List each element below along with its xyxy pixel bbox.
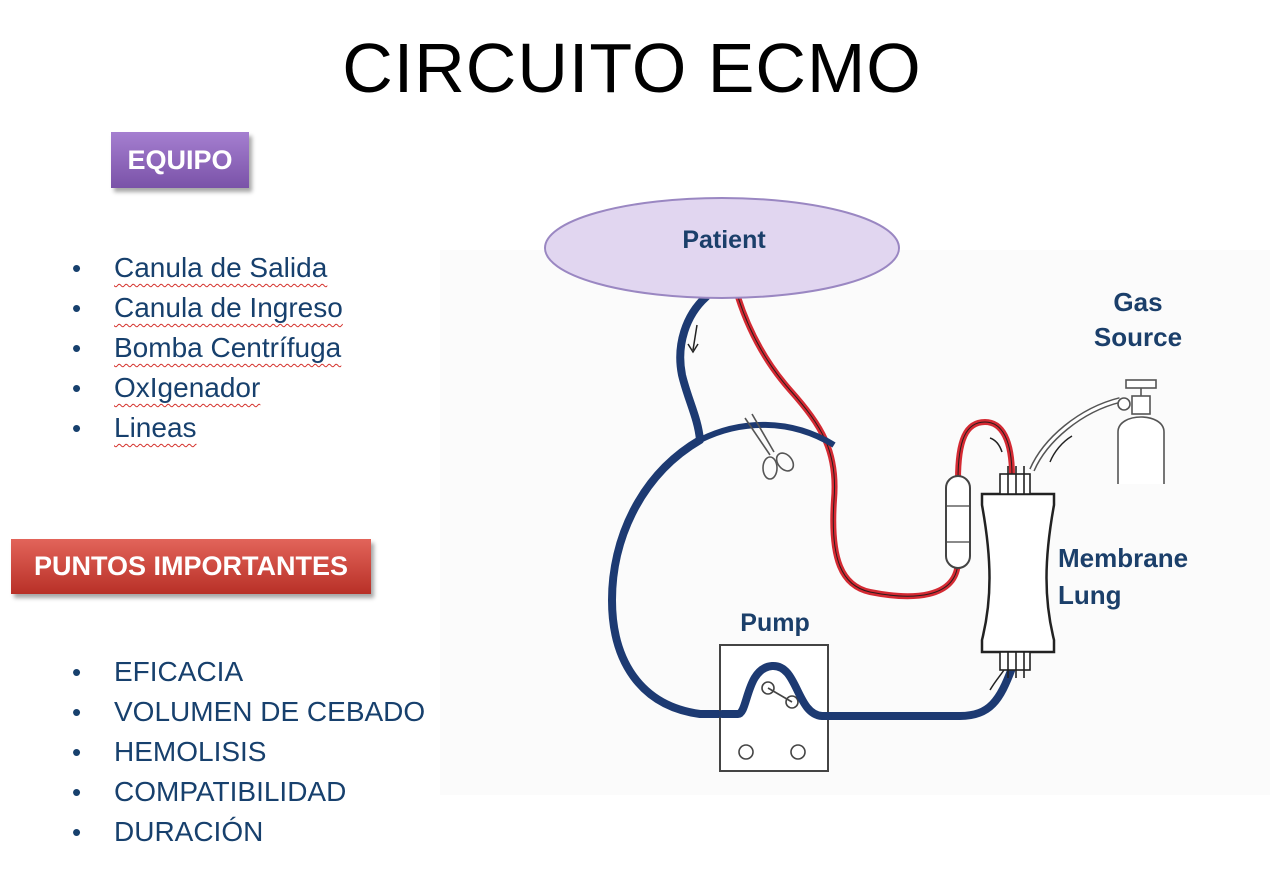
list-item: • Bomba Centrífuga (72, 328, 343, 368)
lung-label-line2: Lung (1058, 580, 1122, 610)
patient-ellipse (544, 197, 900, 299)
equipo-item-label: Bomba Centrífuga (114, 332, 342, 363)
page-title: CIRCUITO ECMO (342, 29, 922, 107)
flow-arrowhead-icon (687, 343, 699, 354)
pump-label: Pump (740, 609, 809, 637)
list-item: • VOLUMEN DE CEBADO (72, 692, 425, 732)
puntos-list: •EFICACIA •VOLUMEN DE CEBADO •HEMOLISIS … (72, 652, 425, 852)
bullet-icon: • (72, 293, 82, 323)
bullet-icon: • (72, 373, 82, 403)
list-item: • COMPATIBILIDAD (72, 772, 425, 812)
puntos-item-label: EFICACIA (114, 656, 244, 687)
list-item: • DURACIÓN (72, 812, 425, 852)
scissors-icon (744, 413, 795, 480)
flow-arrow-icon (989, 669, 1005, 691)
puntos-item-label: VOLUMEN DE CEBADO (114, 696, 426, 727)
bullet-icon: • (72, 253, 82, 283)
list-item: • Lineas (72, 408, 343, 448)
equipo-item-label: OxIgenador (114, 372, 261, 403)
puntos-badge: PUNTOS IMPORTANTES (11, 539, 371, 594)
bullet-icon: • (72, 817, 82, 847)
pump-loop-line (718, 662, 832, 720)
list-item: • HEMOLISIS (72, 732, 425, 772)
membrane-lung-icon (980, 466, 1056, 678)
gas-cylinder-icon (1117, 379, 1165, 484)
bridge-line (698, 421, 836, 448)
bullet-icon: • (72, 413, 82, 443)
equipo-list: • Canula de Salida • Canula de Ingreso • Bo… (72, 248, 343, 448)
gas-tube-inner (1030, 398, 1121, 471)
gas-label-line2: Source (1094, 322, 1182, 352)
bubble-trap-icon (945, 475, 971, 569)
list-item: • EFICACIA (72, 652, 425, 692)
puntos-item-label: DURACIÓN (114, 816, 264, 847)
equipo-badge: EQUIPO (111, 132, 249, 188)
list-item: • OxIgenador (72, 368, 343, 408)
arterial-line-outline (737, 296, 1013, 597)
equipo-item-label: Lineas (114, 412, 197, 443)
puntos-item-label: COMPATIBILIDAD (114, 776, 347, 807)
bullet-icon: • (72, 737, 82, 767)
flow-arrow-icon (989, 437, 1003, 453)
bullet-icon: • (72, 657, 82, 687)
gas-flow-arrow-icon (1049, 435, 1073, 463)
patient-label: Patient (682, 226, 766, 254)
puntos-item-label: HEMOLISIS (114, 736, 267, 767)
flow-arrow-icon (692, 324, 698, 351)
list-item: • Canula de Ingreso (72, 288, 343, 328)
bullet-icon: • (72, 697, 82, 727)
diagram-background (440, 250, 1270, 795)
ecmo-circuit-diagram: Patient Pump Gas Source Membrane Lung (440, 197, 1270, 795)
gas-label-line1: Gas (1113, 287, 1162, 317)
bullet-icon: • (72, 777, 82, 807)
lung-label-line1: Membrane (1058, 543, 1188, 573)
equipo-item-label: Canula de Ingreso (114, 292, 343, 323)
list-item: • Canula de Salida (72, 248, 343, 288)
equipo-item-label: Canula de Salida (114, 252, 328, 283)
bullet-icon: • (72, 333, 82, 363)
